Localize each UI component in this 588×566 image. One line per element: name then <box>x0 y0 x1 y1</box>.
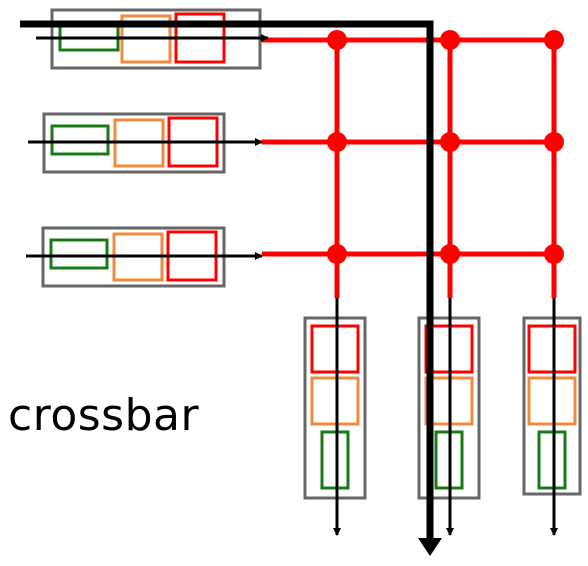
output-buffer-frame <box>522 316 582 496</box>
orange-slot <box>310 376 360 426</box>
green-slot <box>50 124 110 156</box>
orange-slot <box>527 376 577 426</box>
crosspoint <box>327 244 347 264</box>
crosspoint <box>544 132 564 152</box>
crosspoint <box>440 132 460 152</box>
red-slot <box>310 324 360 374</box>
red-slot <box>527 324 577 374</box>
green-slot <box>537 430 567 490</box>
crosspoint <box>440 244 460 264</box>
output-buffer-frame <box>303 316 367 500</box>
crosspoint <box>440 30 460 50</box>
highlighted-path <box>20 20 434 540</box>
crosspoint <box>327 30 347 50</box>
crosspoint <box>327 132 347 152</box>
green-slot <box>320 430 350 490</box>
buffers <box>41 8 582 500</box>
green-slot <box>49 238 109 270</box>
crosspoint <box>544 30 564 50</box>
crossbar-label: crossbar <box>8 390 200 441</box>
highlighted-path-arrowhead <box>418 538 442 556</box>
arrows <box>20 20 558 556</box>
crosspoint <box>544 244 564 264</box>
crossbar-grid <box>262 30 564 298</box>
